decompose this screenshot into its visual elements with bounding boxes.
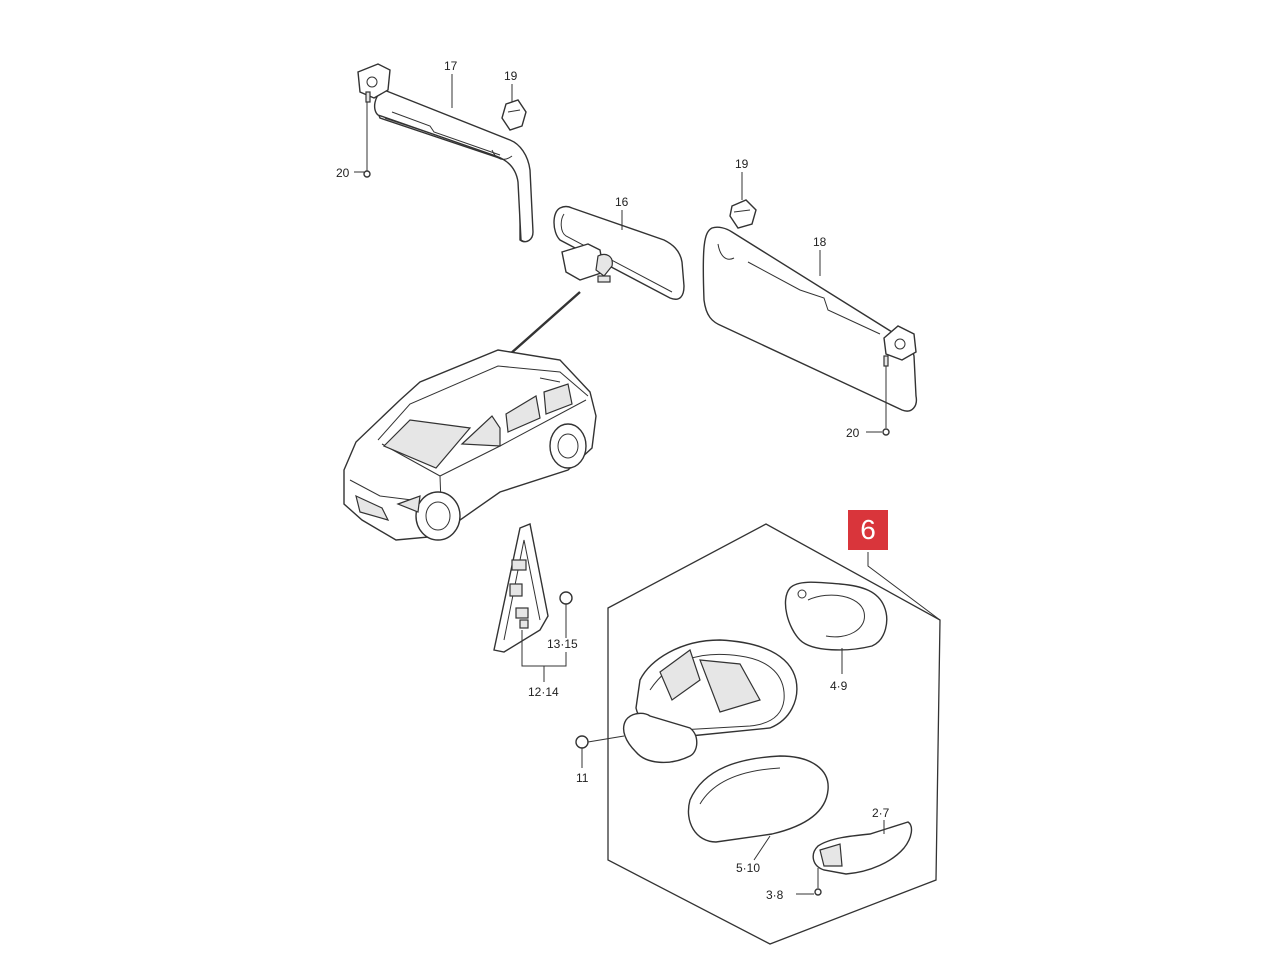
- mirror-housing: [622, 639, 798, 763]
- callout-18: 18: [813, 235, 827, 249]
- clip-13-15: [559, 591, 573, 638]
- callout-3-8: 3·8: [766, 888, 784, 902]
- sun-visor-right: [702, 226, 918, 412]
- callout-20-right: 20: [846, 426, 860, 440]
- rearview-mirror: [553, 205, 685, 300]
- mirror-glass: [784, 581, 888, 674]
- mirror-assembly-outline: [607, 523, 941, 945]
- callout-4-9: 4·9: [830, 679, 848, 693]
- callout-20-left: 20: [336, 166, 350, 180]
- visor-clip-19-right: [729, 199, 757, 229]
- vehicle-illustration: [343, 349, 597, 541]
- callout-11: 11: [576, 771, 589, 785]
- visor-clip-19-left: [501, 99, 527, 131]
- callout-19-left: 19: [504, 69, 518, 83]
- callout-17: 17: [444, 59, 458, 73]
- side-turn-signal: [812, 820, 913, 875]
- leader-6: [867, 552, 941, 621]
- callout-19-right: 19: [735, 157, 749, 171]
- callout-12-14: 12·14: [528, 685, 559, 699]
- screw-3-8: [796, 868, 822, 896]
- callout-5-10: 5·10: [736, 861, 760, 875]
- callout-2-7: 2·7: [872, 806, 890, 820]
- callout-13-15: 13·15: [547, 637, 578, 651]
- sun-visor-left: [357, 63, 534, 243]
- mirror-base-cover: [493, 523, 549, 653]
- screw-20-left: [363, 102, 371, 178]
- mirror-cover-cap: [687, 755, 829, 861]
- nut-11: [575, 735, 625, 768]
- screw-20-right: [882, 366, 890, 436]
- highlight-badge-6: 6: [848, 510, 888, 550]
- callout-16: 16: [615, 195, 629, 209]
